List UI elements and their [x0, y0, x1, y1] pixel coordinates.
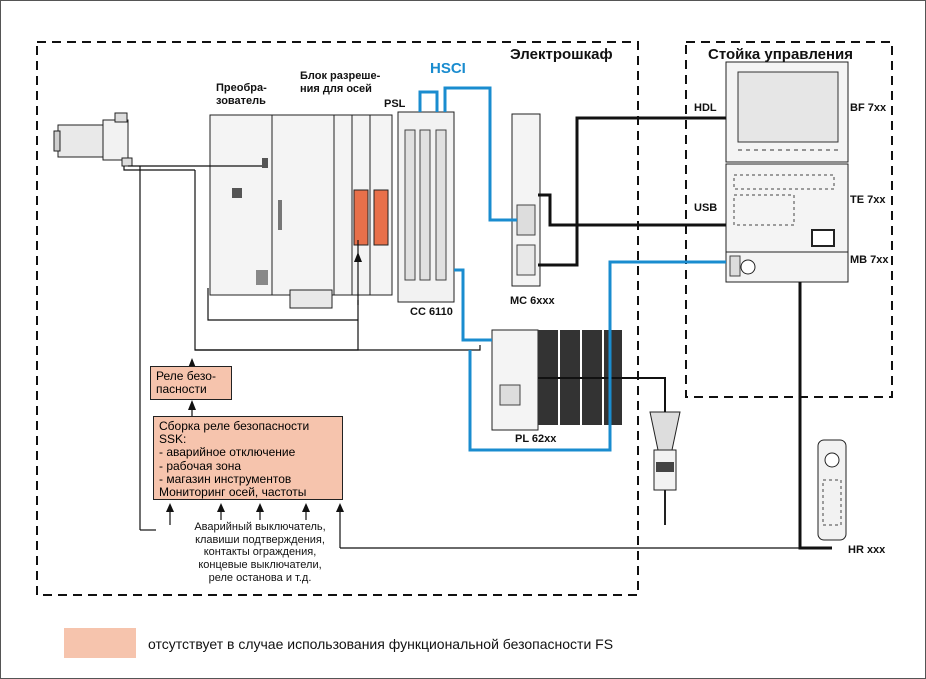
mb-label: MB 7xx [850, 254, 889, 266]
axis-enable-label: Блок разреше- ния для осей [300, 70, 381, 95]
psl-label: PSL [384, 98, 406, 110]
arrows [166, 252, 362, 512]
legend-swatch [64, 628, 136, 658]
safety-relay-box: Реле безо- пасности [150, 366, 232, 400]
converter-module-icon [209, 114, 393, 309]
console-title: Стойка управления [708, 46, 854, 63]
bf-label: BF 7xx [850, 102, 887, 114]
te-keyboard-icon [725, 163, 849, 253]
cc-module-icon [397, 111, 455, 303]
bf-screen-icon [725, 61, 849, 163]
hsci-label: HSCI [430, 60, 466, 77]
usb-label: USB [694, 202, 718, 214]
cabinet-border [36, 41, 639, 596]
pl-label: PL 62xx [515, 433, 557, 445]
mb-panel-icon [725, 251, 849, 283]
ssk-item: - аварийное отключение [159, 445, 296, 460]
hdl-label: HDL [694, 102, 717, 114]
touch-probe-icon [649, 411, 681, 525]
black-wires [123, 116, 832, 550]
cc-label: CC 6110 [410, 306, 453, 318]
ssk-item: - рабочая зона [159, 458, 242, 473]
hsci-bus-wires [418, 86, 726, 452]
ssk-item: - магазин инструментов [159, 471, 292, 486]
hr-handwheel-icon [817, 439, 847, 541]
ssk-title: Сборка реле безопасности SSK: [159, 419, 310, 447]
legend-text: отсутствует в случае использования функц… [148, 636, 614, 652]
console-border [685, 41, 893, 398]
converter-label: Преобра- зователь [216, 82, 267, 107]
te-label: TE 7xx [850, 194, 886, 206]
ssk-footer: Мониторинг осей, частоты [159, 484, 307, 499]
mc-label: MC 6xxx [510, 295, 555, 307]
ssk-box: Сборка реле безопасности SSK: - аварийно… [153, 416, 343, 500]
motor-icon [53, 112, 133, 167]
hr-label: HR xxx [848, 544, 886, 556]
cabinet-title: Электрошкаф [510, 46, 613, 63]
mc-module-icon [511, 113, 541, 287]
safety-inputs-note: Аварийный выключатель, клавиши подтвержд… [194, 521, 326, 584]
pl-module-icon [491, 329, 622, 431]
